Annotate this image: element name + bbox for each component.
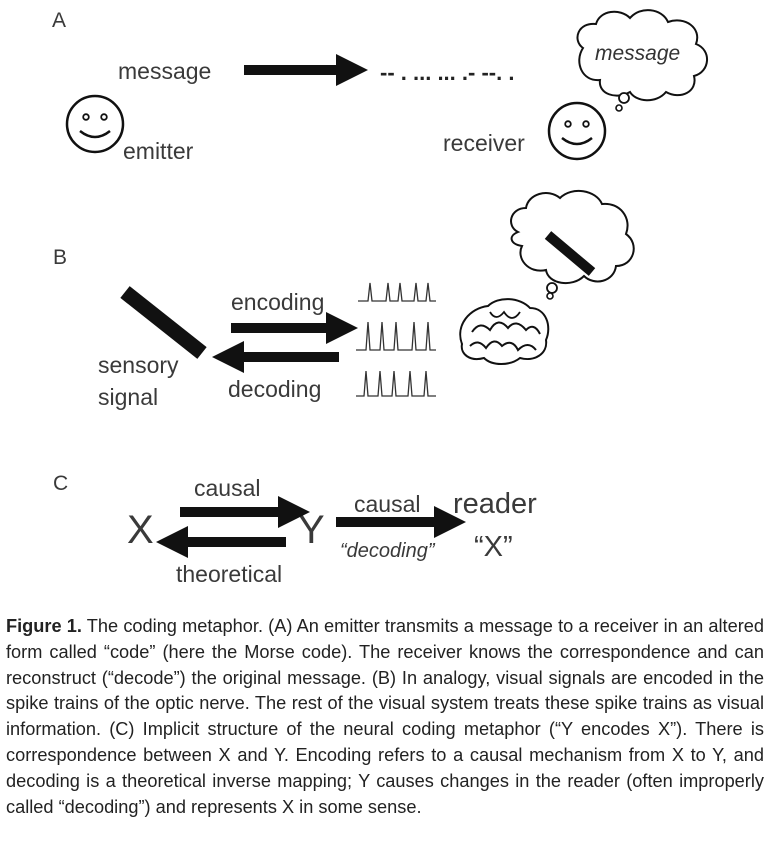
emitter-label: emitter <box>123 138 194 164</box>
coding-metaphor-diagram: A message -- . ... ... .- --. . emitter … <box>52 9 708 587</box>
panel-b: B sensory signal encoding decoding <box>53 189 635 410</box>
causal-label-right: causal <box>354 491 420 517</box>
receiver-label: receiver <box>443 130 525 156</box>
morse-code-text: -- . ... ... .- --. . <box>380 60 514 85</box>
spike-train-2 <box>356 321 436 351</box>
panel-b-letter: B <box>53 246 67 269</box>
figure-caption: Figure 1. The coding metaphor. (A) An em… <box>6 614 764 820</box>
panel-c-letter: C <box>53 472 68 495</box>
receiver-smiley-icon <box>547 101 607 161</box>
variable-y: Y <box>298 508 325 552</box>
decoding-quoted-label: “decoding” <box>340 540 436 562</box>
causal-label-top: causal <box>194 475 260 501</box>
panel-c: C X Y causal theoretical causal “decodin… <box>53 472 537 587</box>
reader-label: reader <box>453 488 537 520</box>
oriented-bar-stimulus <box>120 286 207 359</box>
spike-train-3 <box>356 370 436 397</box>
signal-label: signal <box>98 384 158 410</box>
sensory-label: sensory <box>98 352 179 378</box>
encoding-label: encoding <box>231 289 324 315</box>
emitter-smiley-icon <box>65 94 125 154</box>
brain-icon <box>459 298 550 365</box>
thought-cloud-bar-icon <box>510 189 635 300</box>
variable-x: X <box>127 508 154 552</box>
message-label: message <box>118 58 211 84</box>
theoretical-label: theoretical <box>176 561 282 587</box>
panel-a-letter: A <box>52 9 66 32</box>
reader-x-label: “X” <box>474 531 513 563</box>
figure-label: Figure 1. <box>6 616 82 636</box>
caption-text: The coding metaphor. (A) An emitter tran… <box>6 616 764 817</box>
spike-trains <box>356 282 436 397</box>
thought-cloud-icon <box>576 9 708 112</box>
thought-message-label: message <box>595 42 680 65</box>
panel-a: A message -- . ... ... .- --. . emitter … <box>52 9 708 164</box>
decoding-label: decoding <box>228 376 321 402</box>
spike-train-1 <box>358 282 436 302</box>
